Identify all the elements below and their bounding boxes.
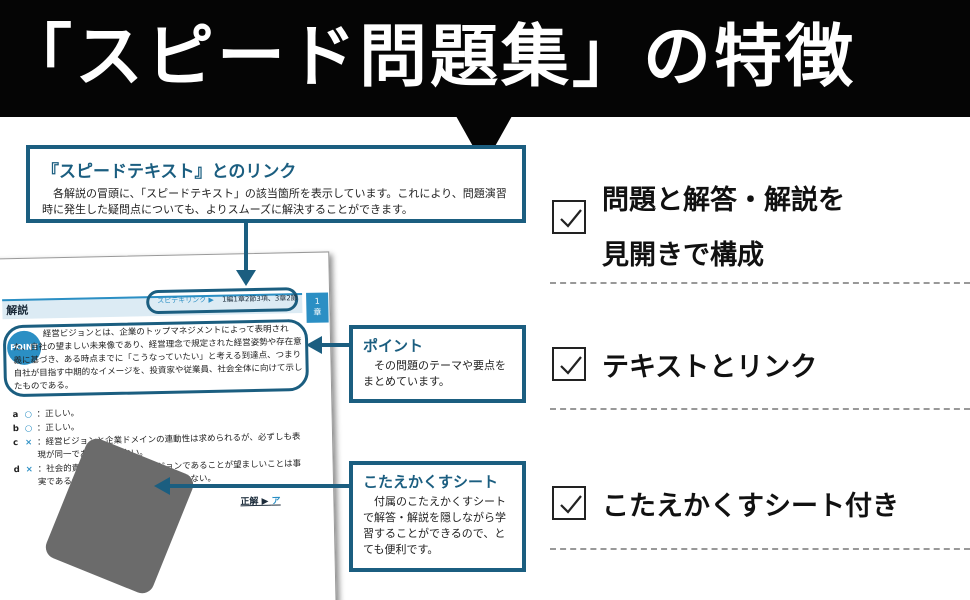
arrow-down-icon — [236, 270, 256, 286]
hiding-sheet-callout-title: こたえかくすシート — [363, 473, 499, 491]
text-link-callout-title: 『スピードテキスト』とのリンク — [42, 162, 297, 182]
header-banner: 「スピード問題集」の特徴 — [0, 0, 970, 117]
feature-label: 見開きで構成 — [602, 240, 764, 271]
feature-label: 問題と解答・解説を — [602, 185, 845, 216]
page-title: 「スピード問題集」の特徴 — [4, 18, 857, 97]
correct-answer: 正解 ▶ ア — [240, 496, 281, 508]
feature-list: 問題と解答・解説を 見開きで構成 テキストとリンク こたえかくすシート付き — [540, 160, 970, 600]
dashed-divider — [550, 548, 970, 550]
feature-label: テキストとリンク — [602, 352, 818, 383]
text-link-reference: スピテキリンク ▶ 1編1章2節3項、3章2節 — [145, 287, 299, 315]
hiding-sheet-callout: こたえかくすシート 付属のこたえかくすシートで解答・解説を隠しながら学習すること… — [349, 461, 526, 572]
checkbox-checked-icon — [552, 200, 586, 234]
text-link-callout-body: 各解説の冒頭に、「スピードテキスト」の該当箇所を表示しています。これにより、問題… — [42, 187, 507, 216]
feature-label: こたえかくすシート付き — [602, 491, 899, 522]
explanation-label: 解説 — [6, 303, 29, 318]
connector-line — [168, 484, 350, 488]
point-summary-text: 経営ビジョンとは、企業のトップマネジメントによって表明された、自社の望ましい未来… — [13, 324, 303, 393]
hiding-sheet-callout-body: 付属のこたえかくすシートで解答・解説を隠しながら学習することができるので、とても… — [363, 495, 506, 556]
text-link-tag: スピテキリンク ▶ — [157, 295, 214, 306]
point-callout: ポイント その問題のテーマや要点をまとめています。 — [349, 325, 526, 403]
arrow-left-icon — [154, 477, 170, 495]
dashed-divider — [550, 408, 970, 410]
point-callout-body: その問題のテーマや要点をまとめています。 — [363, 359, 506, 388]
text-link-callout: 『スピードテキスト』とのリンク 各解説の冒頭に、「スピードテキスト」の該当箇所を… — [26, 145, 526, 223]
arrow-left-icon — [306, 336, 322, 354]
dashed-divider — [550, 282, 970, 284]
connector-line — [320, 343, 350, 347]
connector-line — [244, 223, 248, 273]
text-link-location: 1編1章2節3項、3章2節 — [221, 294, 298, 304]
checkbox-checked-icon — [552, 347, 586, 381]
checkbox-checked-icon — [552, 486, 586, 520]
point-callout-title: ポイント — [363, 337, 424, 355]
